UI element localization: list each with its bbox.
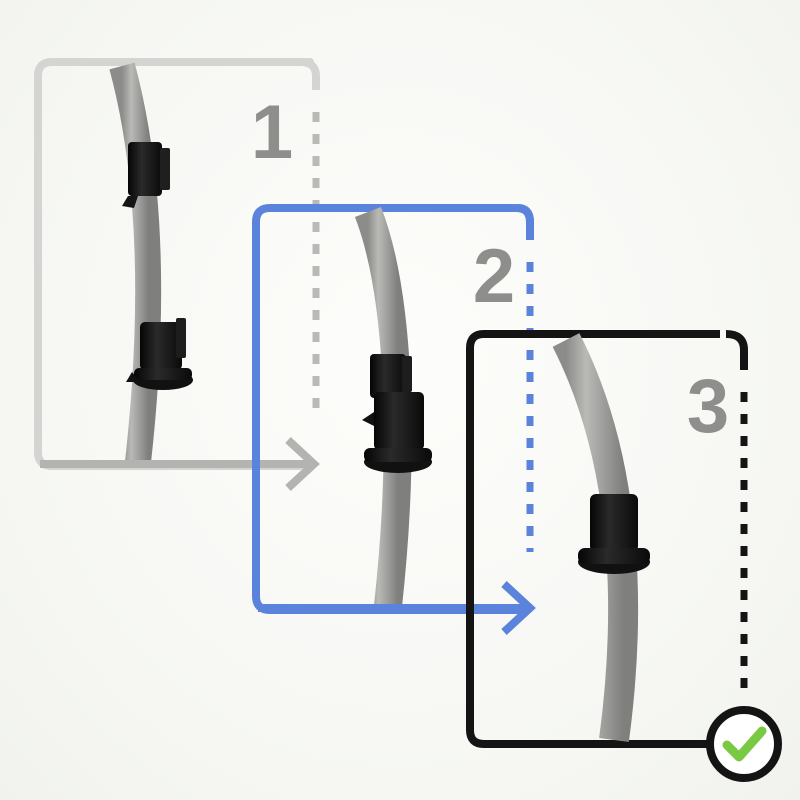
step-1-arrow-right-icon bbox=[40, 437, 320, 491]
step-3-frame-top-right bbox=[725, 330, 748, 370]
step-3-panel: 3 bbox=[466, 330, 782, 782]
step-2-arrow-right-icon bbox=[258, 581, 536, 635]
step-1-frame-top-right bbox=[299, 58, 320, 90]
step-1-clip-upper bbox=[122, 142, 170, 208]
step-2-clip bbox=[362, 354, 432, 473]
step-2-number: 2 bbox=[473, 234, 515, 319]
step-2-panel: 2 bbox=[252, 204, 536, 635]
checkmark-icon bbox=[706, 706, 782, 782]
step-1-clip-lower bbox=[126, 318, 193, 390]
step-1-tube bbox=[109, 62, 162, 464]
step-2-frame-top-right bbox=[515, 204, 534, 240]
step-3-number: 3 bbox=[687, 364, 729, 449]
step-1-panel: 1 bbox=[34, 58, 320, 491]
step-3-frame bbox=[466, 330, 720, 748]
step-3-clip bbox=[578, 494, 650, 574]
step-1-number: 1 bbox=[251, 90, 293, 175]
